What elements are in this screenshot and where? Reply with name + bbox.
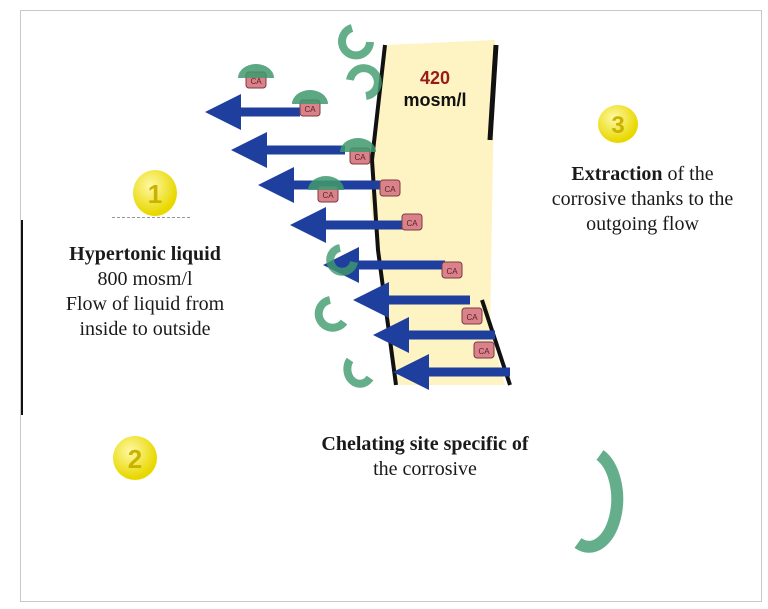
chelating-site — [350, 68, 378, 96]
corrosive-molecule-label: CA — [478, 347, 490, 356]
chelating-site — [347, 360, 370, 384]
corrosive-molecule-label: CA — [250, 77, 262, 86]
membrane-osmolarity: 420 mosm/l — [385, 68, 485, 111]
left-line-2: 800 mosm/l — [30, 267, 260, 292]
corrosive-molecule-label: CA — [354, 153, 366, 162]
step-badge-1: 1 — [133, 170, 177, 216]
bottom-line-1: Chelating site specific of — [285, 432, 565, 457]
membrane-value: 420 — [420, 68, 450, 88]
chelator-cap — [238, 64, 274, 78]
right-line-1: Extraction of the — [535, 162, 750, 187]
corrosive-molecule-label: CA — [466, 313, 478, 322]
left-line-4: inside to outside — [30, 317, 260, 342]
right-line-3: outgoing flow — [535, 212, 750, 237]
left-line-3: Flow of liquid from — [30, 292, 260, 317]
chelating-site — [330, 248, 354, 272]
left-title: Hypertonic liquid — [30, 242, 260, 267]
step-badge-2: 2 — [113, 436, 157, 480]
bottom-line-2: the corrosive — [285, 457, 565, 482]
bottom-description: Chelating site specific of the corrosive — [285, 432, 565, 482]
chelator-cap — [340, 138, 376, 152]
step-badge-2-number: 2 — [128, 444, 142, 474]
right-line-2: corrosive thanks to the — [535, 187, 750, 212]
right-description: Extraction of the corrosive thanks to th… — [535, 162, 750, 237]
membrane-unit: mosm/l — [403, 90, 466, 110]
step-badge-1-number: 1 — [148, 179, 162, 209]
right-bold-word: Extraction — [571, 163, 662, 185]
chelator-cap — [308, 176, 344, 190]
corrosive-molecule-label: CA — [446, 267, 458, 276]
corrosive-molecule-label: CA — [384, 185, 396, 194]
chelating-site-large — [578, 455, 617, 547]
chelating-site — [319, 300, 344, 328]
corrosive-molecule-label: CA — [406, 219, 418, 228]
right-line-1-rest: of the — [663, 163, 714, 185]
step-badge-3-number: 3 — [611, 112, 624, 139]
corrosive-molecule-label: CA — [322, 191, 334, 200]
left-description: Hypertonic liquid 800 mosm/l Flow of liq… — [30, 242, 260, 342]
step-badge-3: 3 — [598, 105, 638, 143]
chelator-cap — [292, 90, 328, 104]
chelating-site — [342, 28, 370, 55]
corrosive-molecule-label: CA — [304, 105, 316, 114]
